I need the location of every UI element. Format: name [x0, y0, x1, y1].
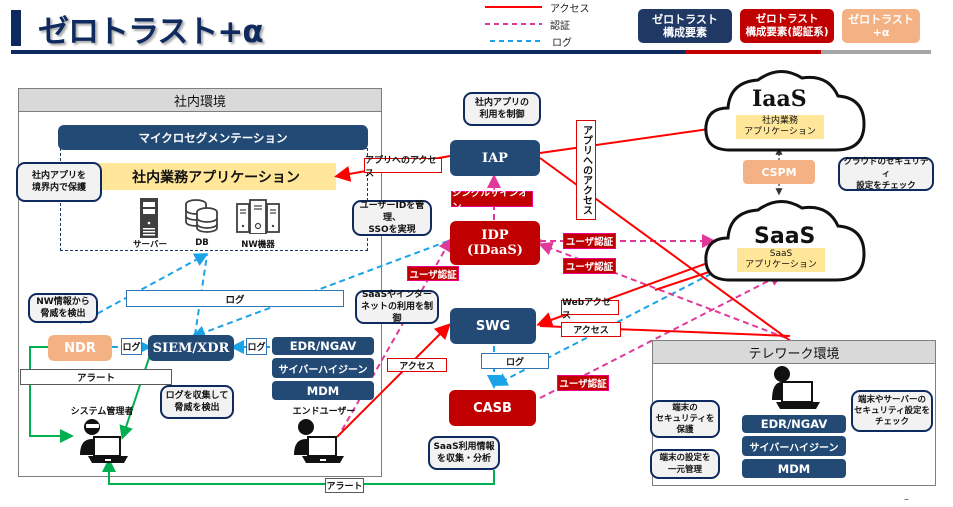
network-device-icon — [236, 199, 280, 235]
saas-title: SaaS — [754, 224, 816, 249]
cspm-node[interactable]: CSPM — [743, 160, 815, 184]
saas-app: SaaS アプリケーション — [737, 248, 825, 272]
telework-mdm-callout: 端末の設定を 一元管理 — [650, 449, 720, 479]
app-access-vertical-tag: アプリへのアクセス — [576, 120, 596, 220]
enduser-label: エンドユーザー — [292, 407, 356, 417]
cspm-callout: クラウドのセキュリティ 設定をチェック — [838, 157, 934, 191]
ndr-log-tag: ログ — [121, 338, 142, 355]
legend: アクセス 認証 ログ — [482, 0, 592, 49]
bottom-alert-tag: アラート — [325, 478, 364, 493]
footer-mark: – — [904, 494, 909, 505]
siem-xdr-node[interactable]: SIEM/XDR — [148, 335, 234, 361]
internal-app-callout: 社内アプリを 境界内で保護 — [16, 162, 102, 202]
legend-line-samples — [485, 6, 544, 42]
auth-line-telework-idp — [538, 242, 787, 339]
network-device-group: NW機器 — [235, 198, 283, 252]
admin-label: システム管理者 — [70, 407, 134, 417]
log-line-idp-siem — [191, 240, 449, 340]
server-icon — [140, 198, 158, 238]
iap-callout: 社内アプリの 利用を制御 — [463, 92, 541, 126]
internal-edr-ngav[interactable]: EDR/NGAV — [272, 337, 374, 355]
header-rule-red — [685, 50, 821, 54]
alert-banner: アラート — [20, 369, 172, 385]
category-zero-trust-plus: ゼロトラスト+α — [842, 9, 920, 43]
telework-edr-ngav[interactable]: EDR/NGAV — [742, 415, 846, 433]
swg-node[interactable]: SWG — [450, 308, 536, 344]
enduser-icon — [294, 419, 344, 463]
iaas-title: IaaS — [752, 86, 807, 112]
internal-business-app: 社内業務アプリケーション — [96, 163, 336, 190]
telework-environment-title: テレワーク環境 — [653, 341, 935, 364]
ndr-callout: NW情報から 脅威を検出 — [28, 293, 98, 323]
ndr-node[interactable]: NDR — [48, 335, 112, 361]
legend-label-auth: 認証 — [550, 21, 570, 32]
server-label: サーバー — [133, 240, 167, 250]
title-accent-bar — [11, 10, 21, 46]
database-label: DB — [195, 238, 209, 248]
user-auth-tag-right-2: ユーザ認証 — [563, 258, 616, 274]
network-device-label: NW機器 — [241, 240, 275, 250]
telework-mdm[interactable]: MDM — [742, 459, 846, 478]
header-rule-navy — [11, 50, 225, 54]
microsegmentation-bar: マイクロセグメンテーション — [58, 125, 368, 150]
alert-line-casb-admin — [102, 458, 495, 485]
siem-log-tag: ログ — [246, 338, 267, 355]
casb-node[interactable]: CASB — [449, 390, 536, 426]
telework-check-callout: 端末やサーバーの セキュリティ設定を チェック — [851, 390, 933, 432]
app-access-tag: アプリへのアクセス — [364, 156, 442, 179]
access-line-iap-iaas — [539, 119, 734, 154]
access-line-enduser-swg — [336, 323, 451, 438]
casb-callout: SaaS利用情報 を収集・分析 — [428, 436, 500, 470]
user-auth-tag-casb: ユーザ認証 — [557, 375, 609, 391]
telework-protect-callout: 端末の セキュリティを 保護 — [650, 400, 720, 438]
category-zero-trust-auth: ゼロトラスト 構成要素(認証系) — [740, 9, 834, 43]
internal-mdm[interactable]: MDM — [272, 381, 374, 400]
category-zero-trust: ゼロトラスト 構成要素 — [638, 9, 732, 43]
header-rule-navy-2 — [225, 50, 685, 54]
access-tag-right: アクセス — [561, 322, 621, 337]
server-group: サーバー — [133, 196, 167, 252]
idp-callout: ユーザーIDを管理、 SSOを実現 — [352, 200, 432, 236]
iap-node[interactable]: IAP — [450, 140, 540, 176]
swg-callout: SaaSやインター ネットの利用を制御 — [355, 290, 439, 324]
user-auth-tag-left: ユーザ認証 — [407, 266, 459, 281]
alert-line-ndr-admin — [29, 346, 74, 443]
access-tag-left: アクセス — [387, 358, 447, 372]
swg-log-tag: ログ — [481, 353, 549, 369]
admin-user-icon — [80, 419, 128, 463]
telework-cyber-hygiene[interactable]: サイバーハイジーン — [742, 436, 846, 456]
sso-tag: シングルサインオン — [451, 188, 533, 213]
siem-callout: ログを収集して 脅威を検出 — [160, 385, 234, 419]
legend-label-access: アクセス — [550, 4, 590, 15]
legend-label-log: ログ — [552, 38, 572, 49]
alert-line-siem-admin — [119, 354, 151, 440]
log-line-ndr-db — [79, 253, 209, 324]
iaas-app: 社内業務 アプリケーション — [736, 115, 824, 139]
idp-node[interactable]: IDP (IDaaS) — [450, 221, 540, 265]
page-title: ゼロトラスト+α — [38, 14, 264, 50]
database-group: DB — [184, 198, 224, 252]
user-auth-tag-right-1: ユーザ認証 — [563, 233, 616, 249]
telework-user-icon — [772, 366, 820, 409]
internal-environment-title: 社内環境 — [19, 89, 381, 112]
log-banner: ログ — [126, 290, 344, 307]
database-icon — [185, 199, 218, 233]
web-access-tag: Webアクセス — [561, 298, 619, 321]
header-rule-gray — [821, 50, 931, 54]
internal-cyber-hygiene[interactable]: サイバーハイジーン — [272, 358, 374, 378]
